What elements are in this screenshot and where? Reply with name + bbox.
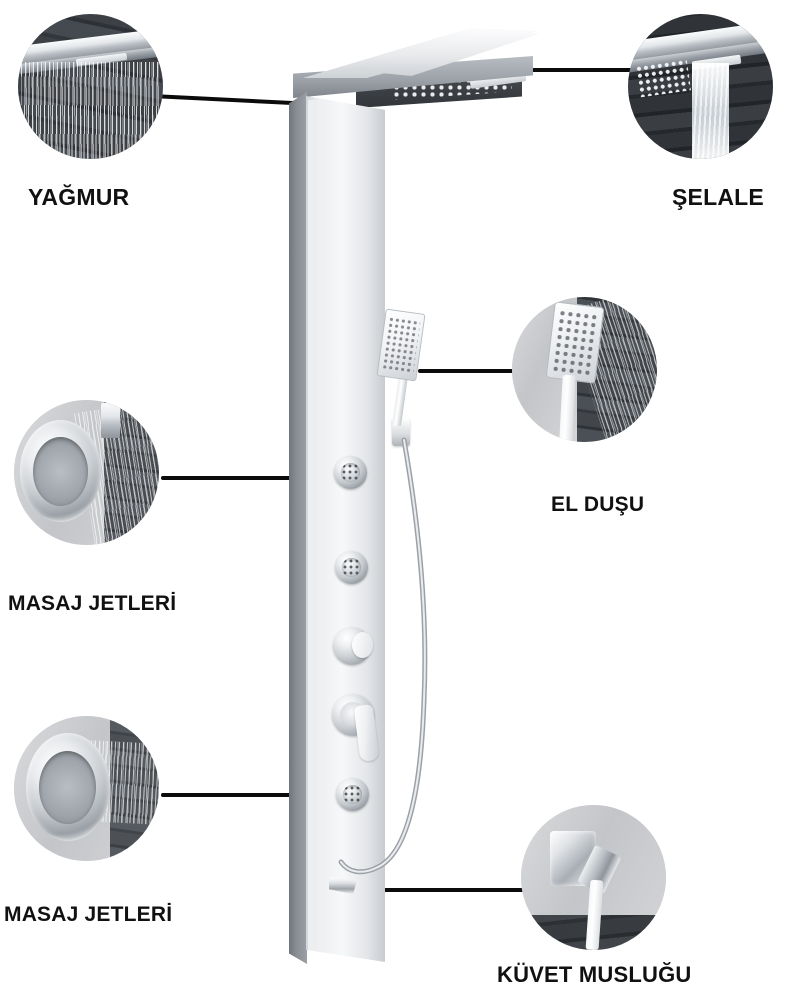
callout-yagmur [18, 14, 163, 159]
rain-streaks [20, 61, 161, 159]
jet-nozzle-dots [40, 752, 95, 822]
massage-jet-upper[interactable] [334, 456, 367, 489]
photo-bathtub-faucet [521, 805, 666, 950]
massage-jet-face [19, 420, 101, 522]
massage-jet-face [25, 733, 110, 841]
diverter-handle[interactable] [352, 632, 373, 658]
jet-nozzle-dots [34, 438, 87, 504]
hand-shower-head [545, 301, 605, 385]
waterfall-sheet [691, 63, 730, 159]
jet-nozzle-face [341, 463, 360, 482]
photo-massage-jet-upper [14, 400, 159, 545]
callout-selale [628, 14, 773, 159]
nozzle-grid [550, 309, 599, 377]
callout-label-selale: ŞELALE [672, 184, 764, 210]
column-highlight [308, 100, 322, 956]
photo-hand-shower [512, 297, 657, 442]
photo-massage-jet-lower [14, 716, 159, 861]
jet-nozzle-face [342, 558, 361, 577]
column-left-edge [289, 92, 307, 964]
callout-label-el-dusu: EL DUŞU [551, 493, 645, 516]
callout-label-masaj-ust: MASAJ JETLERİ [8, 592, 177, 615]
photo-rain-shower [18, 14, 163, 159]
jet-nozzle-face [343, 785, 362, 804]
hand-shower-head[interactable] [376, 308, 426, 382]
callout-label-kuvet: KÜVET MUSLUĞU [497, 962, 692, 987]
massage-jet-middle[interactable] [335, 551, 368, 584]
callout-masaj-jetleri-ust [14, 400, 159, 545]
callout-el-dusu [512, 297, 657, 442]
photo-waterfall [628, 14, 773, 159]
tub-spout[interactable] [329, 877, 357, 894]
callout-masaj-jetleri-alt [14, 716, 159, 861]
hand-shower-nozzle-grid [381, 316, 421, 374]
panel-edge [101, 402, 120, 438]
massage-jet-lower[interactable] [336, 778, 369, 811]
callout-label-masaj-alt: MASAJ JETLERİ [4, 903, 173, 926]
callout-label-yagmur: YAĞMUR [28, 184, 130, 210]
callout-kuvet-muslugu [521, 805, 666, 950]
